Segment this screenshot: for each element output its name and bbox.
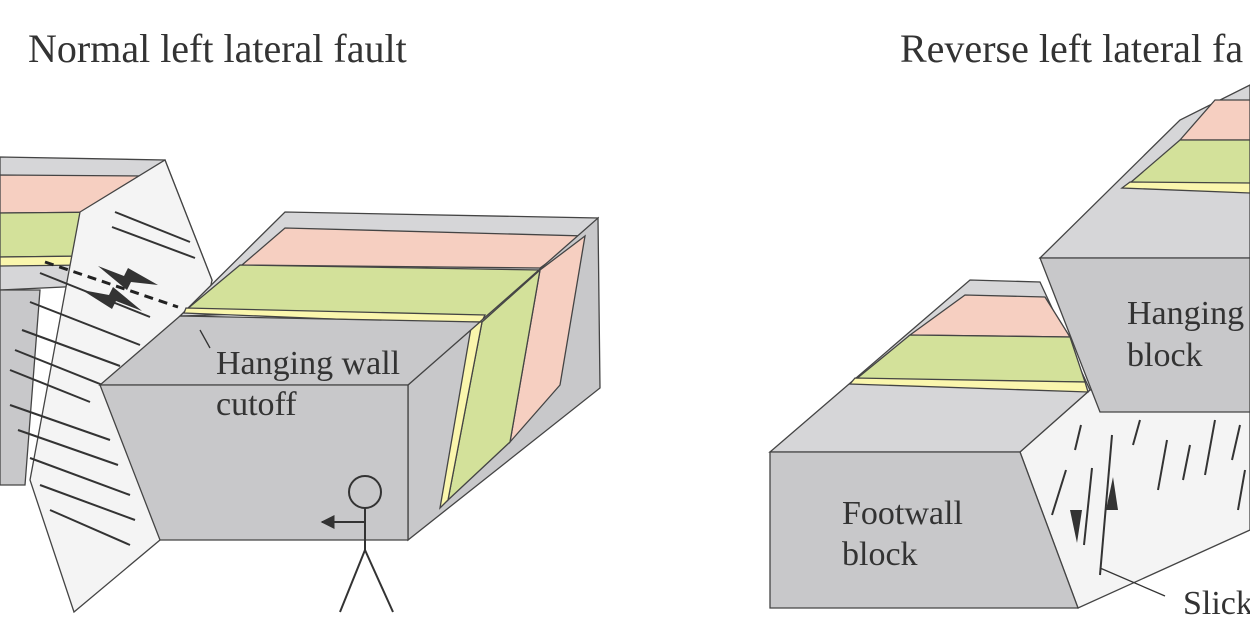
reverse-fault-panel: Reverse left lateral fa: [768, 26, 1250, 622]
footwall-label-line2: block: [842, 536, 918, 573]
cutoff-leader-line: [199, 329, 211, 349]
hanging-wall-block: [98, 211, 601, 542]
hanging-wall-label-line2: cutoff: [216, 386, 297, 423]
slickenside-label: Slick: [1183, 585, 1250, 622]
slip-arrow-up-icon: [1106, 477, 1118, 510]
hanging-wall-label-line1: Hanging wall: [216, 345, 400, 382]
slip-arrow-down-icon: [1070, 510, 1082, 543]
normal-fault-title: Normal left lateral fault: [28, 26, 407, 71]
fault-trace-dashed: [44, 260, 179, 309]
stick-figure-icon: [320, 475, 394, 613]
hanging-block: [1038, 84, 1250, 413]
hanging-block-label-line1: Hanging: [1127, 295, 1244, 332]
hanging-block-label-line2: block: [1127, 337, 1203, 374]
slip-arrow-left-icon: [82, 287, 142, 311]
footwall-block: [768, 279, 1091, 609]
slick-leader-line: [1099, 567, 1166, 597]
footwall-label-line1: Footwall: [842, 495, 963, 532]
reverse-fault-title: Reverse left lateral fa: [900, 26, 1243, 71]
slip-arrow-right-icon: [98, 266, 158, 290]
slickenlines-right: [1051, 419, 1246, 576]
normal-fault-panel: Normal left lateral fault: [0, 26, 601, 614]
